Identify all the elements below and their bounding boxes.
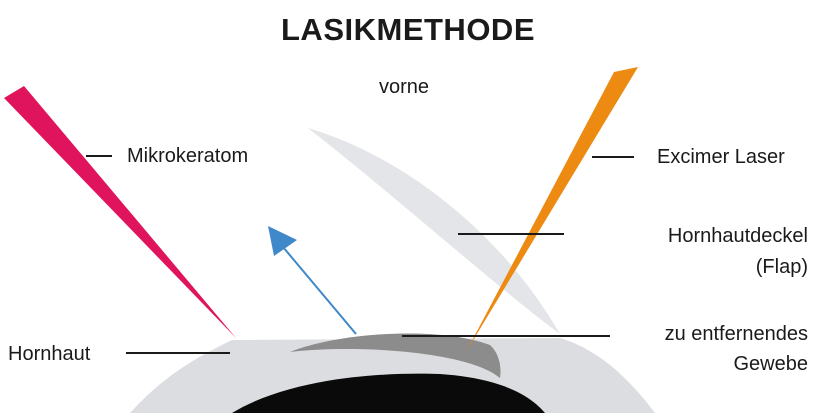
- flap-shape: [308, 128, 560, 334]
- page-title: LASIKMETHODE: [281, 12, 535, 47]
- label-flap-line1: Hornhautdeckel: [667, 225, 808, 247]
- label-microkeratome: Mikrokeratom: [127, 145, 249, 167]
- microkeratome-blade: [4, 86, 236, 338]
- tissue-shape: [290, 333, 501, 378]
- label-front: vorne: [379, 76, 430, 98]
- pupil-shape: [232, 373, 545, 413]
- label-tissue-line1: zu entfernendes: [664, 323, 808, 345]
- lift-arrow-shaft: [282, 246, 357, 335]
- label-flap-line2: (Flap): [755, 256, 808, 278]
- label-cornea: Hornhaut: [8, 343, 91, 365]
- excimer-laser-beam: [466, 67, 638, 352]
- label-tissue-line2: Gewebe: [733, 353, 809, 375]
- lift-arrow-head: [268, 226, 297, 256]
- label-excimer-laser: Excimer Laser: [657, 146, 785, 168]
